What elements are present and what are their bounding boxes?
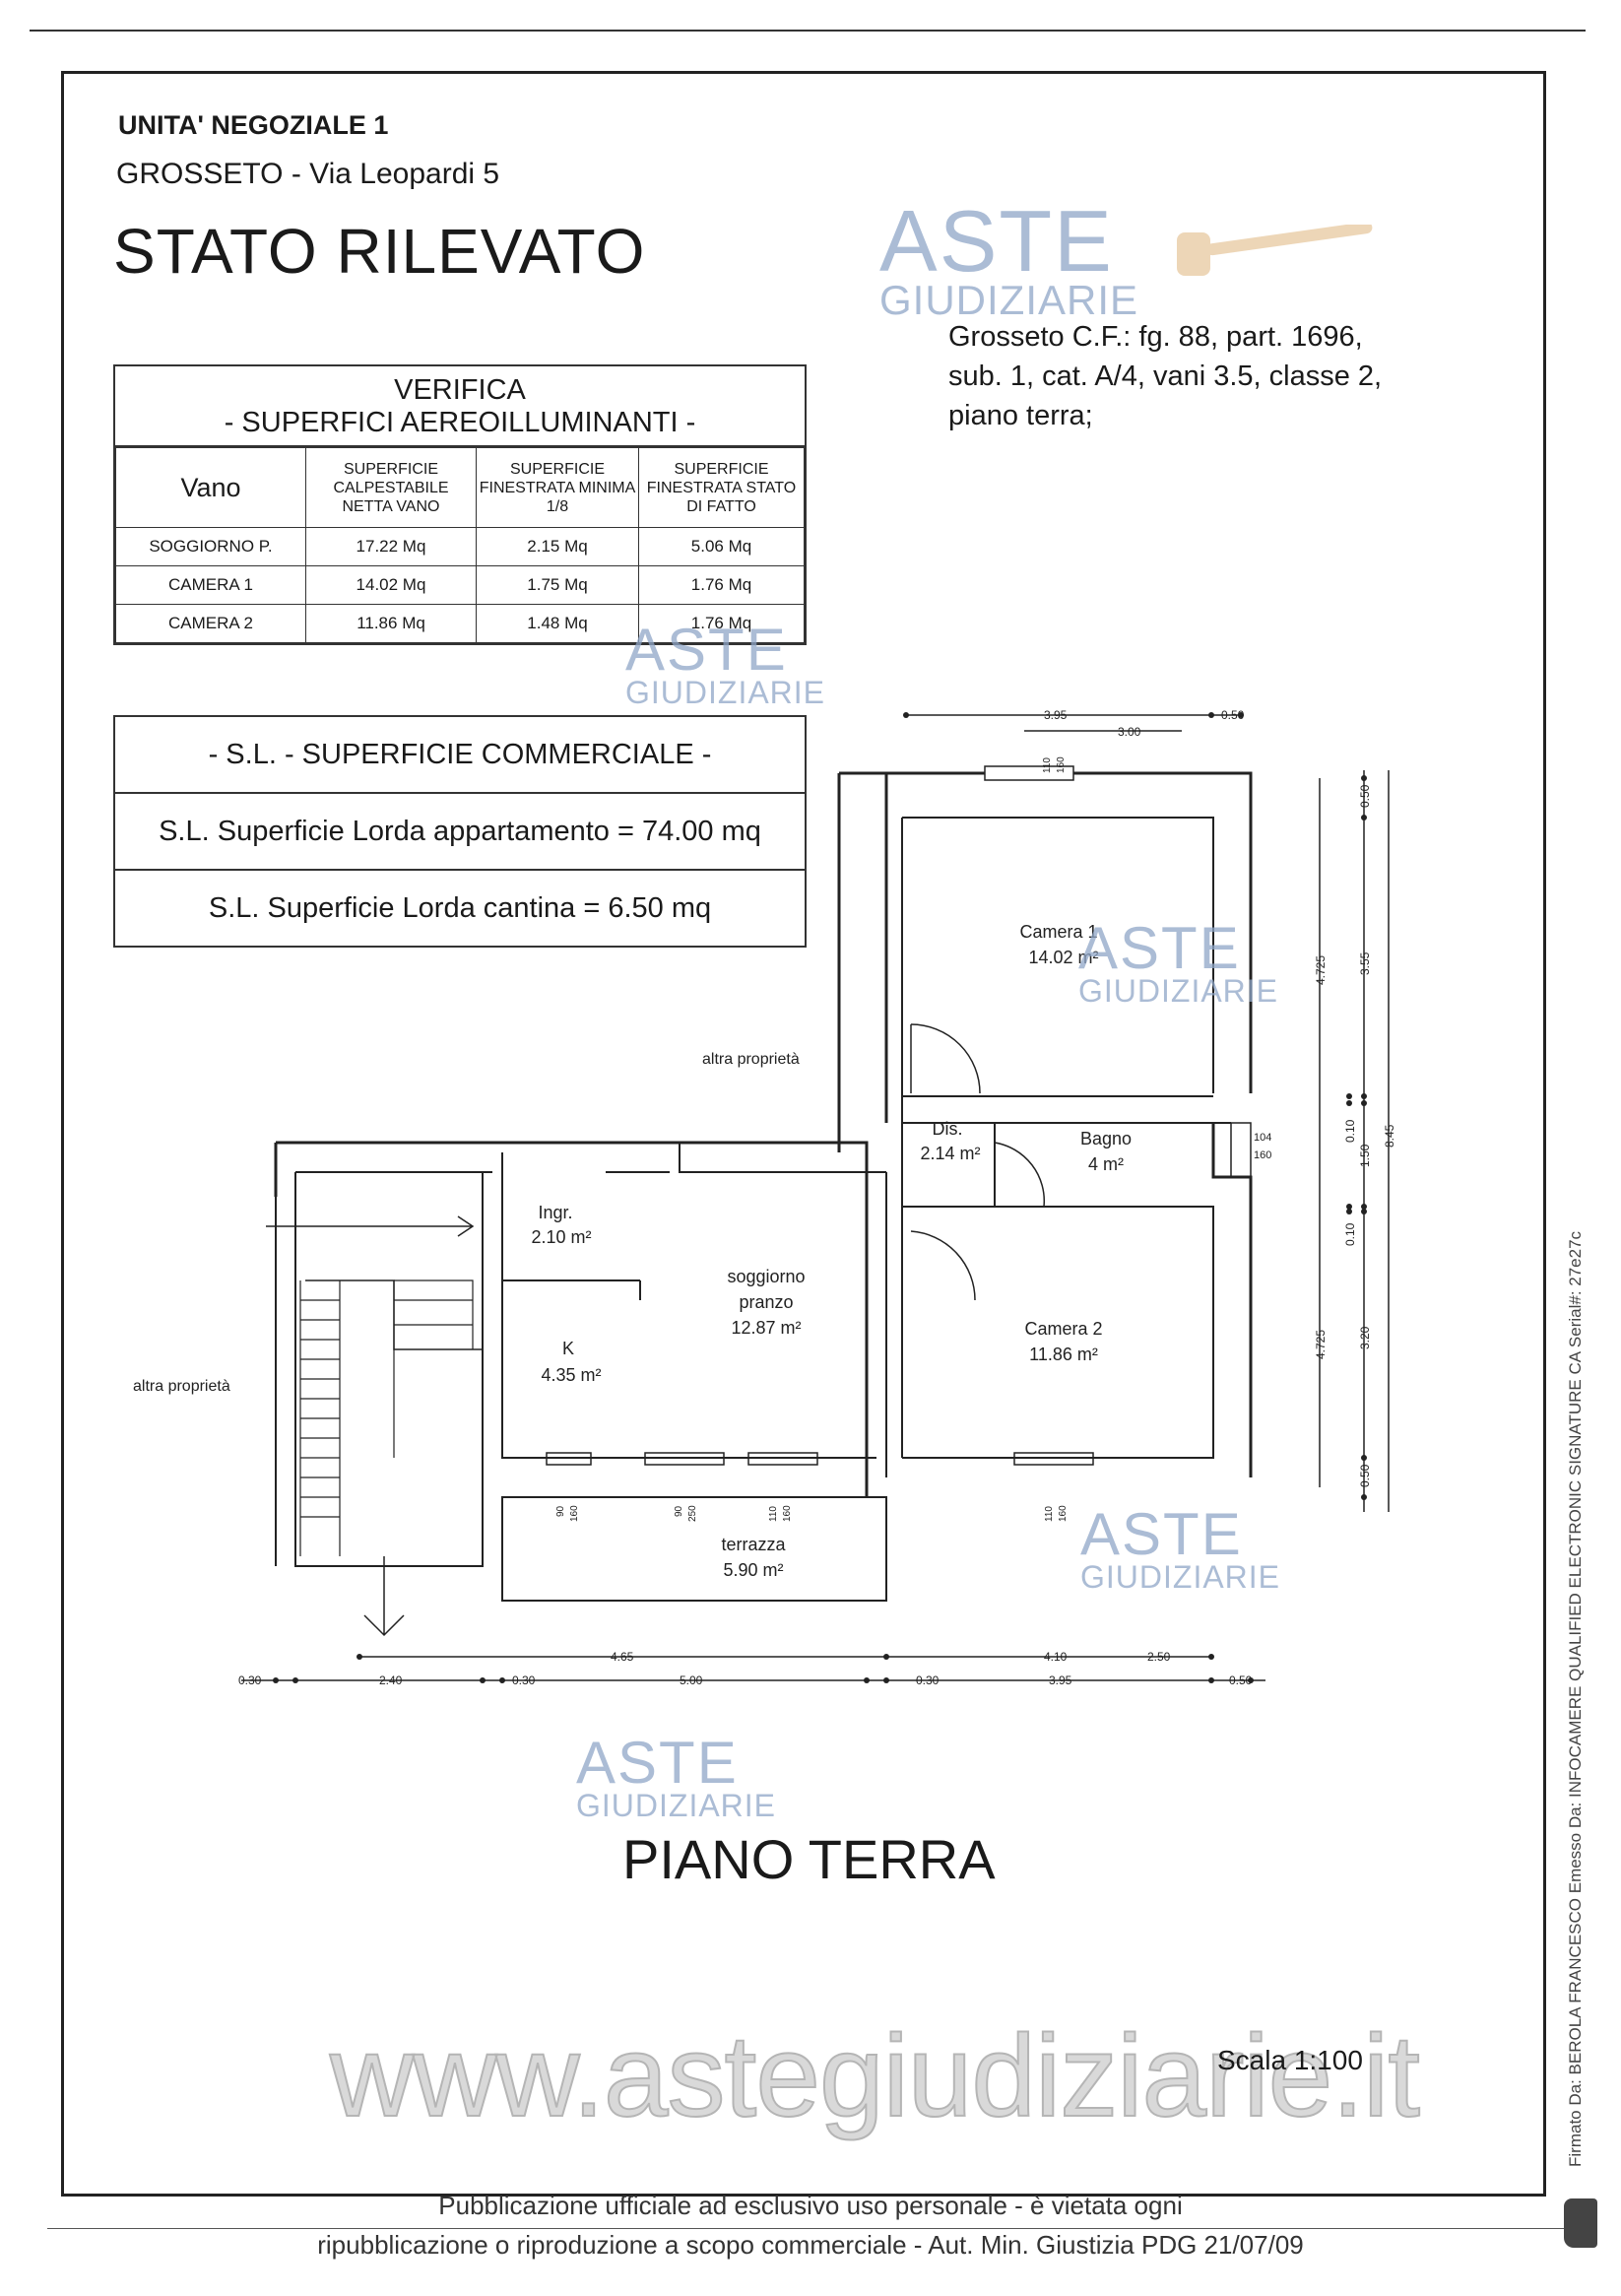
dim-label: 3.55 [1358,951,1372,975]
dim-label: 8.45 [1383,1124,1396,1148]
dim-label: 0.10 [1343,1119,1357,1143]
dim-label: 0.50 [1358,784,1372,808]
room-k-area: 4.35 m² [541,1365,601,1385]
column-header: SUPERFICIE FINESTRATA MINIMA 1/8 [476,447,639,528]
dim-label: 3.00 [1118,725,1141,739]
aste-watermark-logo: ASTE GIUDIZIARIE [625,617,826,710]
drawing-frame [61,71,1546,2197]
site-watermark: www.astegiudiziarie.it [329,2010,1421,2142]
gavel-icon [1177,222,1374,298]
dim-label: 0.30 [916,1673,940,1687]
aste-watermark-logo: ASTE GIUDIZIARIE [576,1730,777,1823]
scale-label: Scala 1:100 [1217,2045,1363,2075]
column-header: SUPERFICIE CALPESTABILE NETTA VANO [305,447,477,528]
stato-rilevato-title: STATO RILEVATO [113,216,646,287]
room-dis-area: 2.14 m² [920,1144,980,1163]
piano-terra-title: PIANO TERRA [622,1828,996,1890]
room-camera2-area: 11.86 m² [1029,1345,1098,1364]
aste-watermark-logo: ASTE GIUDIZIARIE [1078,915,1279,1009]
unit-title: UNITA' NEGOZIALE 1 [118,110,389,140]
dim-label: 4.10 [1044,1650,1068,1664]
dim-label: 0.30 [238,1673,262,1687]
digital-signature-note: Firmato Da: BEROLA FRANCESCO Emesso Da: … [1566,1230,1585,2167]
window-label: 160 [569,1505,580,1522]
room-pranzo-name: pranzo [739,1292,793,1312]
verifica-table: VERIFICA - SUPERFICI AEREOILLUMINANTI - … [113,364,807,645]
cadastral-line-3: piano terra; [948,400,1093,431]
window-label: 160 [1056,756,1067,773]
top-rule [30,30,1586,32]
dim-label: 5.00 [680,1673,703,1687]
table-row: CAMERA 2 11.86 Mq 1.48 Mq 1.76 Mq [115,604,805,643]
room-terrazza-area: 5.90 m² [723,1560,783,1580]
dim-label: 4.725 [1314,1330,1328,1359]
room-camera2-name: Camera 2 [1024,1319,1102,1339]
verifica-title: VERIFICA - SUPERFICI AEREOILLUMINANTI - [115,366,805,447]
dim-label: 2.50 [1147,1650,1171,1664]
window-label: 250 [687,1505,698,1522]
room-soggiorno-area: 12.87 m² [731,1318,801,1338]
window-label: 160 [1058,1505,1069,1522]
room-dis-name: Dis. [933,1119,963,1139]
room-terrazza-name: terrazza [721,1535,786,1554]
dim-label: 4.65 [611,1650,634,1664]
window-label: 104 [1254,1132,1271,1144]
room-bagno-name: Bagno [1080,1129,1132,1148]
dim-label: 0.30 [512,1673,536,1687]
dim-label: 0.10 [1343,1222,1357,1246]
dim-label: 2.40 [379,1673,403,1687]
superficie-appartamento: S.L. Superficie Lorda appartamento = 74.… [115,794,805,871]
window-label: 90 [674,1505,684,1517]
bottom-rule [47,2228,1564,2229]
room-camera1-area: 14.02 m² [1028,948,1098,967]
window-label: 90 [555,1505,566,1517]
commerciale-title: - S.L. - SUPERFICIE COMMERCIALE - [115,717,805,794]
room-soggiorno-name: soggiorno [727,1267,805,1286]
dim-label: 3.95 [1049,1673,1072,1687]
room-ingr-name: Ingr. [538,1203,572,1222]
column-header: Vano [115,447,306,528]
altra-proprieta-label: altra proprietà [133,1378,230,1395]
window-label: 110 [768,1506,779,1522]
dim-label: 1.50 [1358,1144,1372,1167]
window-label: 110 [1044,1506,1055,1522]
dim-label: 3.20 [1358,1326,1372,1349]
dim-label: 0.50 [1358,1464,1372,1487]
room-k-name: K [562,1339,574,1358]
dim-label: 4.725 [1314,955,1328,985]
dim-label: 0.50 [1221,708,1245,722]
window-label: 110 [1042,757,1053,773]
window-label: 160 [782,1505,793,1522]
corner-mark [1564,2198,1597,2248]
window-label: 160 [1254,1149,1271,1161]
dim-label: 0.50 [1229,1673,1253,1687]
dim-label: 3.95 [1044,708,1068,722]
cadastral-info: Grosseto C.F.: fg. 88, part. 1696, sub. … [948,317,1500,435]
room-ingr-area: 2.10 m² [531,1227,591,1247]
room-bagno-area: 4 m² [1088,1154,1124,1174]
superficie-commerciale-box: - S.L. - SUPERFICIE COMMERCIALE - S.L. S… [113,715,807,948]
room-camera1-name: Camera 1 [1019,922,1097,942]
cadastral-line-2: sub. 1, cat. A/4, vani 3.5, classe 2, [948,361,1383,392]
cadastral-line-1: Grosseto C.F.: fg. 88, part. 1696, [948,321,1363,353]
table-row: CAMERA 1 14.02 Mq 1.75 Mq 1.76 Mq [115,565,805,605]
column-header: SUPERFICIE FINESTRATA STATO DI FATTO [638,447,805,528]
aste-watermark-logo: ASTE GIUDIZIARIE [879,192,1139,323]
superficie-cantina: S.L. Superficie Lorda cantina = 6.50 mq [208,892,712,924]
altra-proprieta-label: altra proprietà [702,1051,800,1068]
footer-line-2: ripubblicazione o riproduzione a scopo c… [317,2230,1304,2260]
footer-line-1: Pubblicazione ufficiale ad esclusivo uso… [438,2191,1183,2220]
table-row: SOGGIORNO P. 17.22 Mq 2.15 Mq 5.06 Mq [115,527,805,566]
address: GROSSETO - Via Leopardi 5 [116,158,500,190]
verifica-grid: Vano SUPERFICIE CALPESTABILE NETTA VANO … [115,447,805,643]
aste-watermark-logo: ASTE GIUDIZIARIE [1080,1501,1281,1595]
